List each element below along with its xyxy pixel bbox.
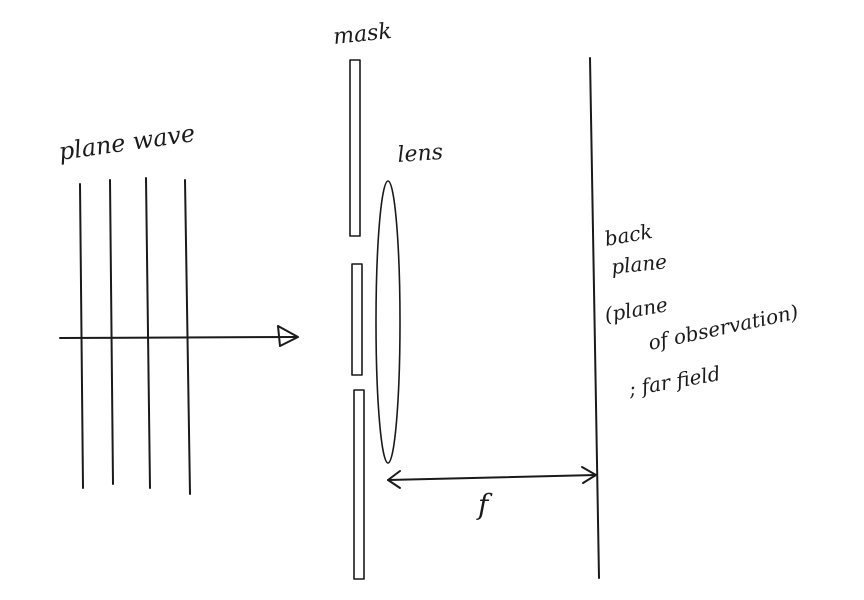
lens xyxy=(375,180,401,464)
label-plane-wave: plane wave xyxy=(57,119,197,166)
focal-arrowhead-left xyxy=(387,470,401,489)
mask-segment-bottom xyxy=(353,389,365,580)
plane-wave-fronts xyxy=(79,177,191,495)
focal-length-arrow xyxy=(387,466,597,489)
focal-arrowhead-right xyxy=(581,466,597,484)
label-lens: lens xyxy=(397,140,444,168)
label-plane-paren: (plane xyxy=(603,292,670,327)
mask-segment-middle xyxy=(351,263,363,376)
label-mask: mask xyxy=(332,19,393,50)
wavefront-line xyxy=(79,183,84,489)
label-back: back xyxy=(603,219,654,251)
label-of-observation: of observation) xyxy=(646,300,800,355)
label-plane: plane xyxy=(610,249,668,279)
axis-line xyxy=(59,336,297,339)
wavefront-line xyxy=(109,179,114,485)
mask xyxy=(349,59,365,580)
axis-arrowhead xyxy=(277,325,299,347)
label-far-field: ; far field xyxy=(626,361,722,401)
back-plane-line xyxy=(589,57,600,579)
mask-segment-top xyxy=(349,59,361,237)
wavefront-line xyxy=(145,177,151,489)
focal-length-line xyxy=(387,474,597,481)
label-focal-length: f xyxy=(476,488,493,521)
optical-axis-arrow xyxy=(59,325,299,347)
